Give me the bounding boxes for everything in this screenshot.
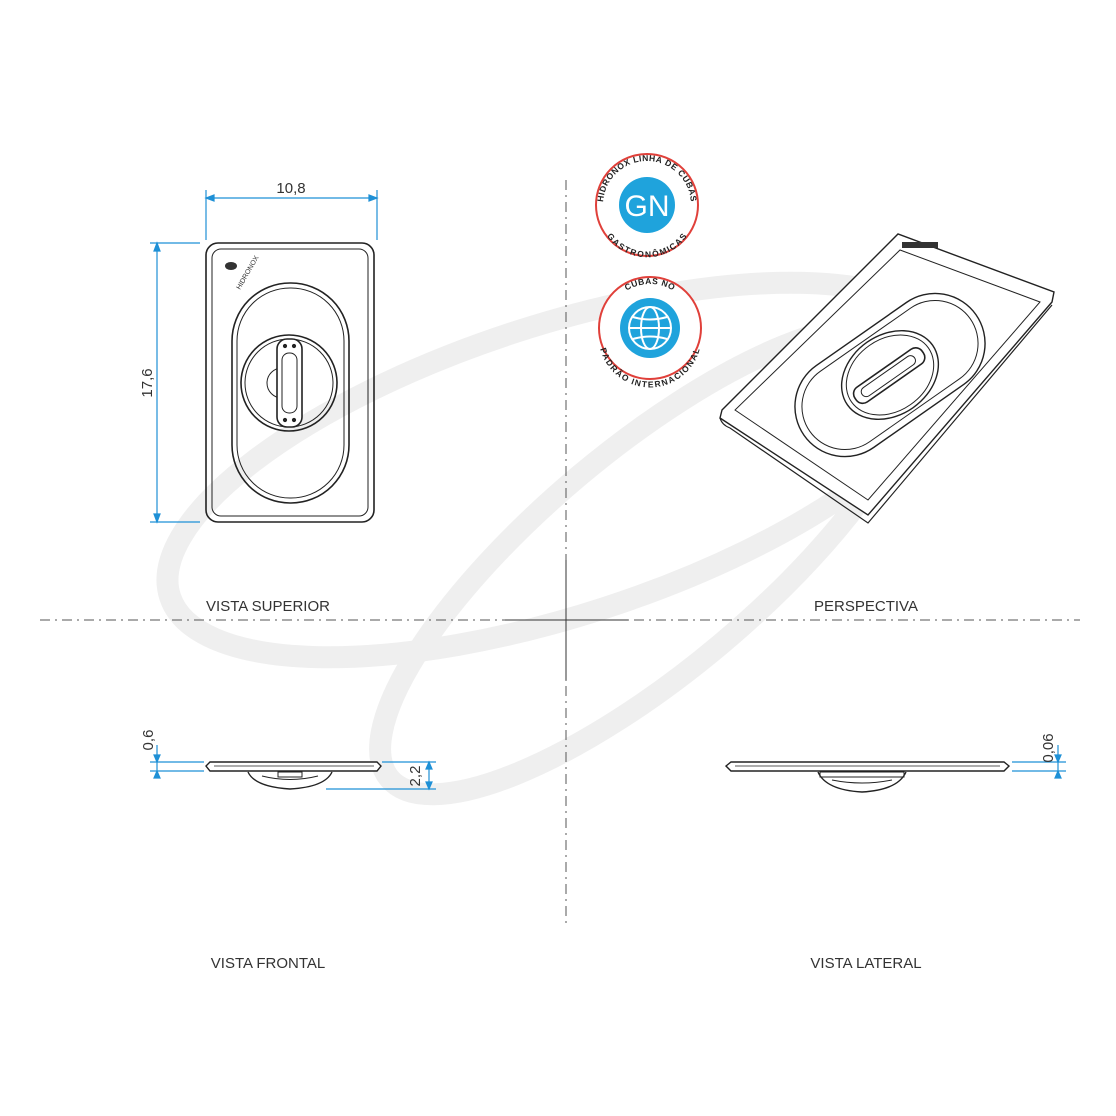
gn-badge: GN HIDRONOX LINHA DE CUBAS GASTRONÔMICAS	[595, 153, 699, 259]
logo-text: HIDRONOX	[236, 255, 261, 291]
width-dimension	[204, 190, 379, 240]
handle-height-label: 2,2	[407, 766, 424, 787]
label-vista-lateral: VISTA LATERAL	[810, 955, 921, 972]
axis-lines	[40, 180, 1080, 925]
length-label: 17,6	[139, 368, 156, 397]
side-view-drawing	[724, 761, 1011, 793]
label-perspectiva: PERSPECTIVA	[814, 598, 918, 615]
international-standard-badge: CUBAS NO PADRÃO INTERNACIONAL	[598, 276, 702, 389]
width-label: 10,8	[276, 180, 305, 197]
front-view-drawing	[205, 761, 382, 790]
label-vista-frontal: VISTA FRONTAL	[211, 955, 325, 972]
thickness-dimension	[150, 745, 204, 779]
length-dimension	[150, 241, 200, 524]
center-cross	[505, 560, 628, 680]
perspective-drawing	[719, 233, 1055, 524]
label-vista-superior: VISTA SUPERIOR	[206, 598, 330, 615]
gn-badge-text: GN	[625, 190, 670, 223]
top-view-logo: HIDRONOX	[225, 255, 261, 291]
thickness-label: 0,6	[140, 730, 157, 751]
edge-thickness-dimension	[1012, 745, 1066, 779]
top-view-drawing	[205, 242, 375, 523]
globe-icon	[628, 306, 672, 350]
edge-thickness-label: 0,06	[1040, 733, 1057, 762]
handle-height-dimension	[326, 760, 436, 791]
